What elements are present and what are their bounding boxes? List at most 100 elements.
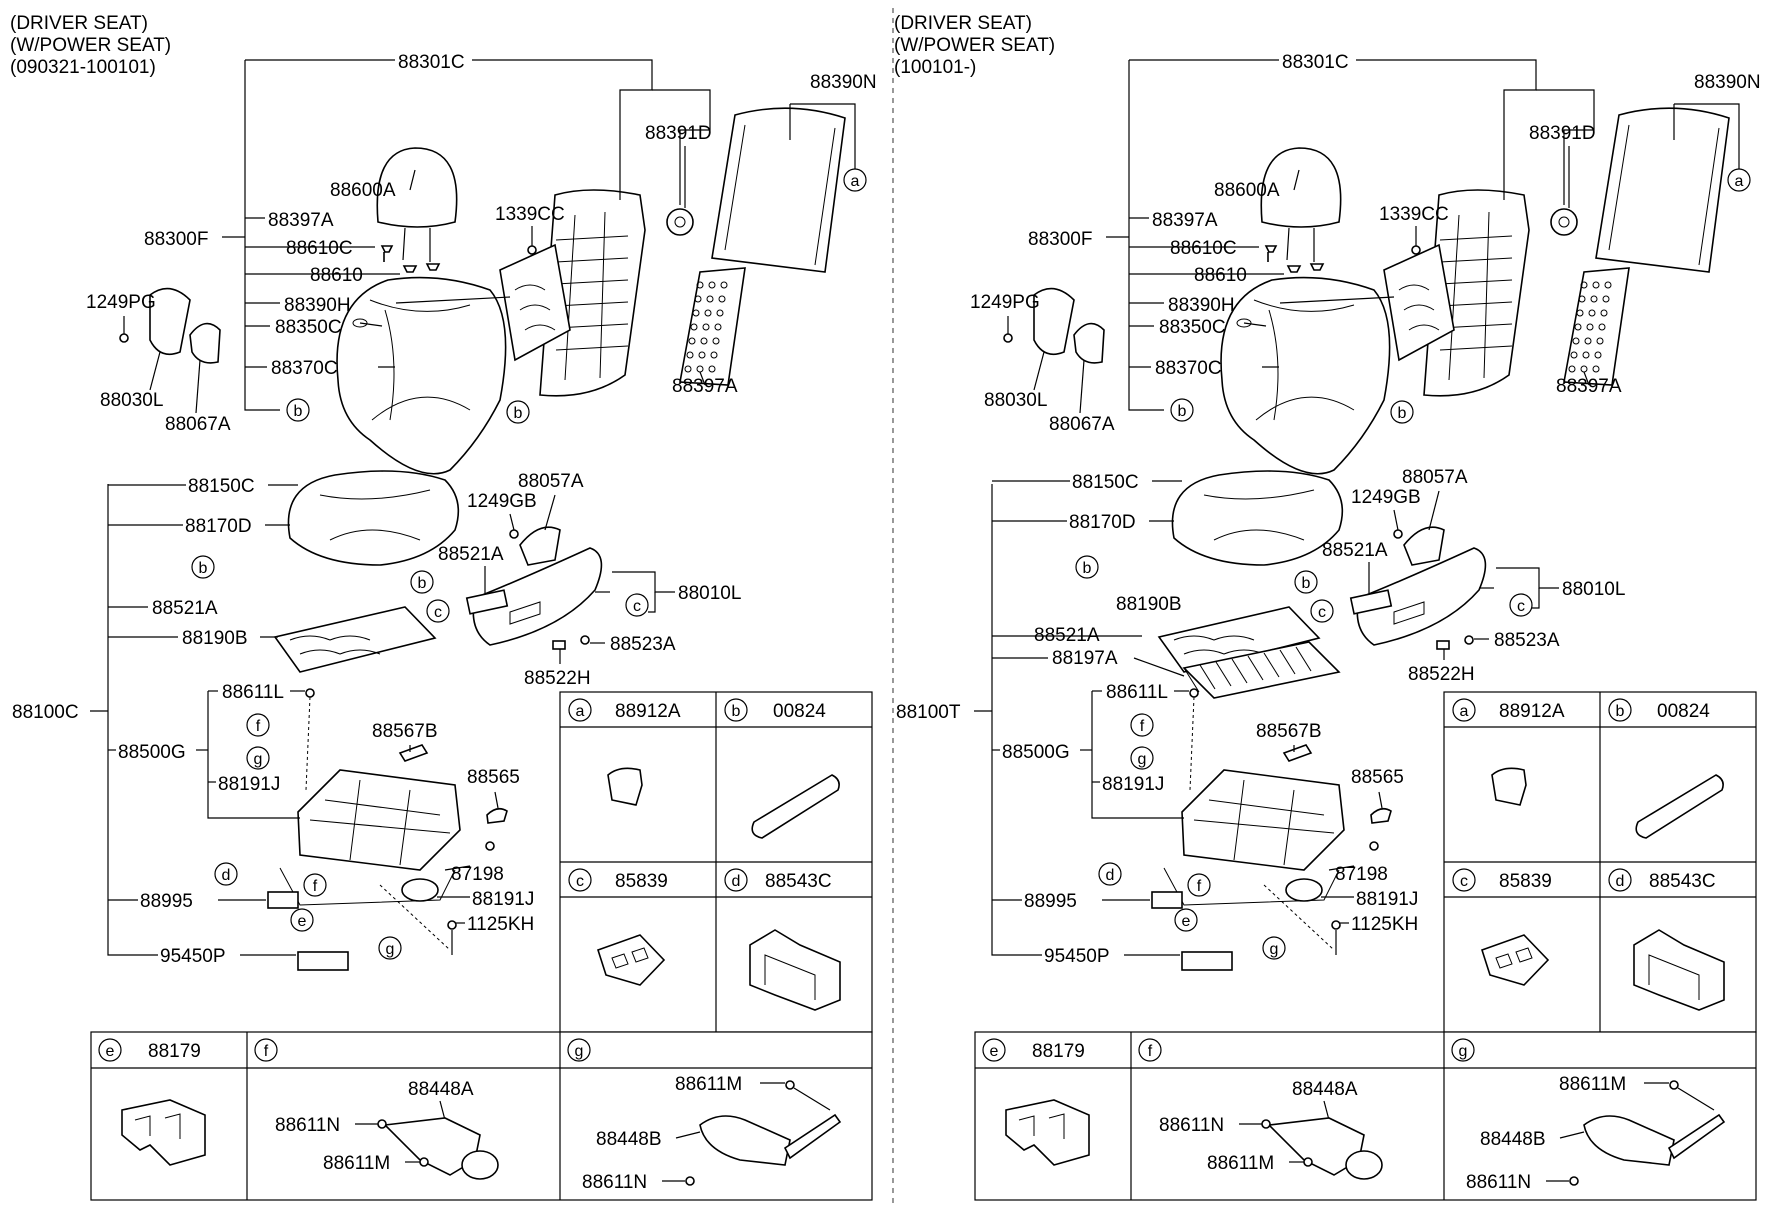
clip-c-shape xyxy=(1481,934,1550,986)
callout-b: b xyxy=(1398,405,1407,422)
table-key-d: d xyxy=(732,873,741,890)
guide-610c-shape xyxy=(1264,245,1278,262)
mat-dot xyxy=(1604,281,1612,289)
label-frame-cover-565: 88565 xyxy=(467,767,520,788)
callout-a-circle xyxy=(1727,168,1751,192)
table-key-a-circle xyxy=(568,698,592,722)
back-frame-shape xyxy=(539,189,646,397)
lumbar-pad-waves xyxy=(514,284,556,331)
mat-dot xyxy=(1582,351,1590,359)
leader-line xyxy=(1428,490,1440,531)
label-cushion-bolt: 1249GB xyxy=(1351,487,1421,508)
cushion-mat-shape xyxy=(1157,606,1321,673)
seat-frame-members xyxy=(279,779,456,906)
table-key-g: g xyxy=(575,1043,584,1060)
lumbar-pad-waves xyxy=(1398,284,1440,331)
cushion-seams xyxy=(1203,489,1315,541)
cushion-mat-waves xyxy=(1173,635,1265,655)
mat-dot xyxy=(692,309,700,317)
module-shape xyxy=(1151,891,1183,909)
label-headrest-guide: 88610C xyxy=(1170,238,1237,259)
label-back-cover: 88390N xyxy=(1694,72,1761,93)
guide-610-shape xyxy=(402,263,441,273)
label-back-pad: 88397A xyxy=(268,210,334,231)
leader-line xyxy=(509,513,515,531)
cap-e-detail xyxy=(1018,1113,1065,1139)
callout-f: f xyxy=(1140,718,1145,735)
label-seat-back-set: 88300F xyxy=(144,229,208,250)
label-screw-n: 88611N xyxy=(1159,1115,1224,1136)
net-line xyxy=(1263,652,1280,678)
callout-g: g xyxy=(254,751,263,768)
leader-line xyxy=(1393,509,1399,531)
lumbar-pad-shape xyxy=(1383,243,1455,362)
bracket-d-shape xyxy=(1633,929,1725,1011)
callout-e: e xyxy=(298,913,307,930)
seat-back-shape xyxy=(1220,276,1391,475)
label-motor-191j: 88191J xyxy=(1102,774,1164,795)
label-cushion: 88150C xyxy=(1072,472,1139,493)
callout-b: b xyxy=(1302,575,1311,592)
leader-line xyxy=(1536,89,1595,205)
table-key-b-circle xyxy=(724,698,748,722)
leader-line xyxy=(107,484,158,956)
label-module: 88995 xyxy=(140,891,193,912)
leader-line xyxy=(648,592,656,613)
clip-a-shape xyxy=(607,767,643,806)
frame-wire xyxy=(555,345,629,351)
table-part-c: 85839 xyxy=(615,871,668,892)
motor-gear-shape xyxy=(1285,878,1323,902)
leader-line xyxy=(1532,588,1540,609)
callout-a-circle xyxy=(843,168,867,192)
leader-line xyxy=(612,571,675,593)
headrest-post xyxy=(402,227,406,261)
frame-wire xyxy=(1483,211,1490,379)
callout-b: b xyxy=(199,560,208,577)
mat-dot xyxy=(704,309,712,317)
label-side-cover-a: 88067A xyxy=(165,414,231,435)
screw-shape xyxy=(419,1157,429,1167)
shield-switch-slot xyxy=(1393,601,1425,625)
table-part-e: 88179 xyxy=(1032,1041,1085,1062)
callout-f: f xyxy=(313,878,318,895)
panel-left: (DRIVER SEAT)(W/POWER SEAT)(090321-10010… xyxy=(10,13,877,1201)
bolt-shape xyxy=(1393,529,1403,539)
label-motor-a: 88448A xyxy=(408,1079,474,1100)
lumbar-pad-shape xyxy=(499,243,571,362)
motor-f-can xyxy=(461,1150,499,1180)
mat-dot xyxy=(708,365,716,373)
mat-dot xyxy=(700,337,708,345)
leader-line xyxy=(652,89,711,205)
mat-dot xyxy=(1584,337,1592,345)
leader-line xyxy=(244,60,280,411)
leader-line xyxy=(195,359,201,414)
mat-dot xyxy=(1596,337,1604,345)
net-line xyxy=(1279,649,1296,675)
leader-line xyxy=(1378,791,1383,809)
callout-e: e xyxy=(1182,913,1191,930)
table-key-f-circle xyxy=(1138,1038,1162,1062)
frame-wire xyxy=(555,257,629,263)
callout-g: g xyxy=(1270,941,1279,958)
leader-line xyxy=(675,1131,701,1139)
headrest-post xyxy=(1286,227,1290,261)
table-key-c-circle xyxy=(568,868,592,892)
label-switch-assy: 88521A xyxy=(438,544,504,565)
leader-line xyxy=(1128,60,1164,411)
label-knob-523a: 88523A xyxy=(610,634,676,655)
callout-b-circle xyxy=(1390,400,1414,424)
label-seat-back-assy: 88301C xyxy=(1282,52,1349,73)
leader-line xyxy=(494,791,499,809)
side-bracket-shape xyxy=(519,526,561,566)
leader-line xyxy=(1583,371,1590,386)
seat-frame-members xyxy=(1163,779,1340,906)
frame-cover-shape xyxy=(1282,744,1313,762)
net-line xyxy=(1199,664,1216,690)
seat-shield-shape xyxy=(1356,547,1487,646)
screw-axis xyxy=(379,884,451,951)
callout-b-circle xyxy=(1075,555,1099,579)
mat-dot xyxy=(706,295,714,303)
callout-c: c xyxy=(633,598,641,615)
label-back-mat: 88397A xyxy=(1556,376,1622,397)
back-board-shape xyxy=(711,107,846,273)
